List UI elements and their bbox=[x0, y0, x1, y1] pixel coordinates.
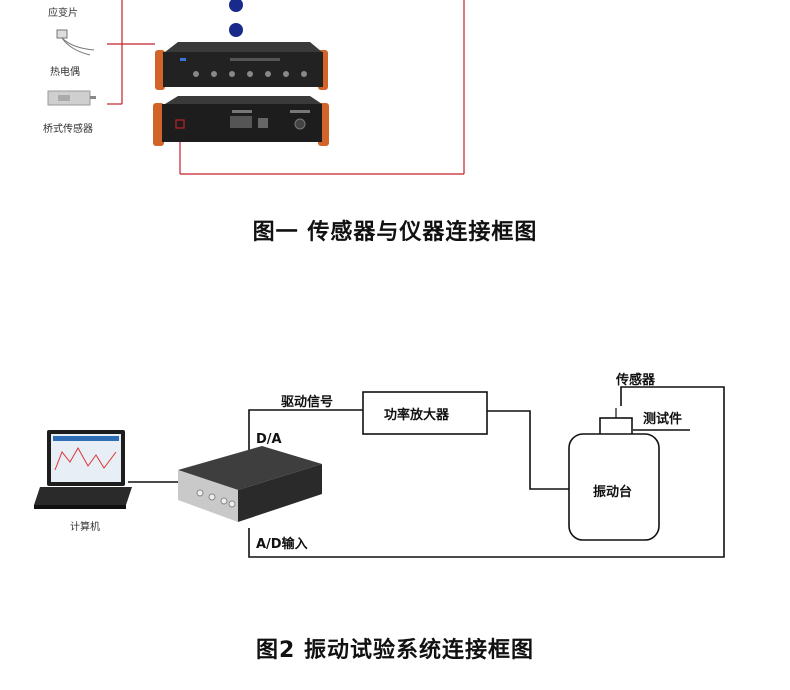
da-label: D/A bbox=[256, 432, 282, 447]
drive-signal-label: 驱动信号 bbox=[281, 391, 333, 410]
sensor-label: 传感器 bbox=[616, 369, 655, 388]
ad-input-label: A/D输入 bbox=[256, 533, 308, 552]
amp-to-shaker-wire bbox=[487, 411, 572, 489]
shaker-label: 振动台 bbox=[593, 481, 632, 500]
figure2-caption: 图2 振动试验系统连接框图 bbox=[0, 632, 790, 664]
computer-label: 计算机 bbox=[70, 518, 100, 533]
specimen-label: 测试件 bbox=[643, 408, 682, 427]
power-amplifier-label: 功率放大器 bbox=[384, 404, 449, 423]
daq-device-icon bbox=[178, 446, 322, 522]
laptop-icon bbox=[34, 430, 132, 509]
shaker-shape bbox=[569, 418, 659, 540]
